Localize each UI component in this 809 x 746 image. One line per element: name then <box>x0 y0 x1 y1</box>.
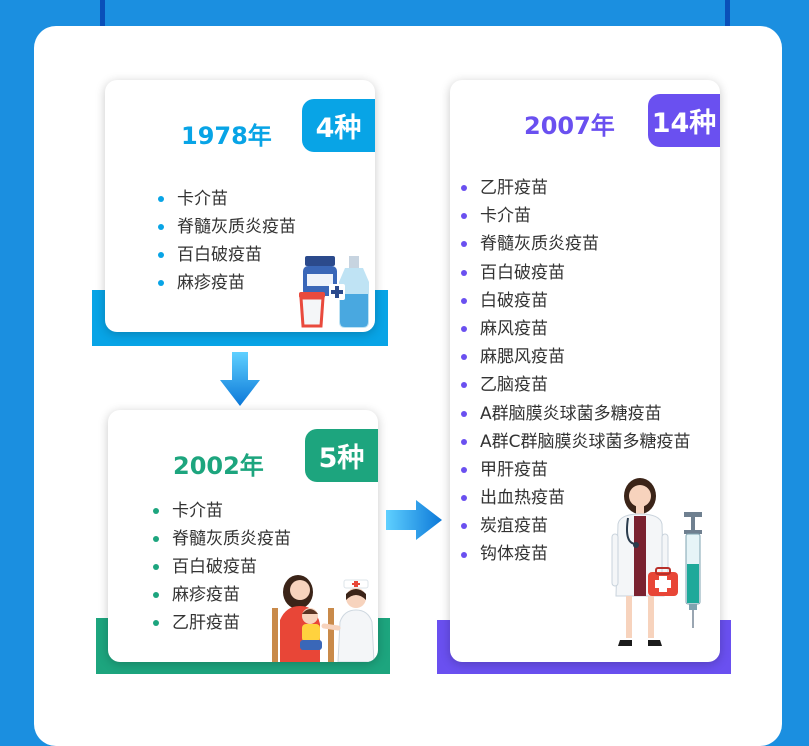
list-item: 甲肝疫苗 <box>460 456 691 484</box>
list-item: A群脑膜炎球菌多糖疫苗 <box>460 400 691 428</box>
list-item: A群C群脑膜炎球菌多糖疫苗 <box>460 428 691 456</box>
list-item: 麻风疫苗 <box>460 315 691 343</box>
card-2007: 2007年 14种 乙肝疫苗 卡介苗 脊髓灰质炎疫苗 百白破疫苗 白破疫苗 麻风… <box>450 80 720 662</box>
hanger-rod-left <box>100 0 105 44</box>
list-item: 炭疽疫苗 <box>460 512 691 540</box>
medicine-bottles-icon <box>299 256 369 328</box>
list-item: 百白破疫苗 <box>460 259 691 287</box>
card-2002: 2002年 5种 卡介苗 脊髓灰质炎疫苗 百白破疫苗 麻疹疫苗 乙肝疫苗 <box>108 410 378 662</box>
list-item: 钩体疫苗 <box>460 540 691 568</box>
doctor-icon <box>611 478 678 646</box>
syringe-icon <box>684 512 702 628</box>
list-item: 百白破疫苗 <box>157 241 296 269</box>
nurse-mother-child-icon <box>272 575 375 662</box>
arrow-down-icon <box>220 352 260 406</box>
card-1978-vaccine-list: 卡介苗 脊髓灰质炎疫苗 百白破疫苗 麻疹疫苗 <box>157 185 296 297</box>
card-2007-count-badge: 14种 <box>648 94 720 147</box>
list-item: 乙肝疫苗 <box>460 174 691 202</box>
list-item: 脊髓灰质炎疫苗 <box>460 230 691 258</box>
list-item: 出血热疫苗 <box>460 484 691 512</box>
list-item: 脊髓灰质炎疫苗 <box>157 213 296 241</box>
arrow-right-icon <box>386 500 442 540</box>
list-item: 脊髓灰质炎疫苗 <box>152 525 291 553</box>
card-1978-count-badge: 4种 <box>302 99 375 152</box>
list-item: 百白破疫苗 <box>152 553 291 581</box>
card-2002-year: 2002年 <box>173 452 264 480</box>
card-2002-vaccine-list: 卡介苗 脊髓灰质炎疫苗 百白破疫苗 麻疹疫苗 乙肝疫苗 <box>152 497 291 637</box>
list-item: 麻疹疫苗 <box>157 269 296 297</box>
hanger-rod-right <box>725 0 730 44</box>
list-item: 乙肝疫苗 <box>152 609 291 637</box>
list-item: 卡介苗 <box>460 202 691 230</box>
card-2007-year: 2007年 <box>524 112 615 140</box>
card-2007-vaccine-list: 乙肝疫苗 卡介苗 脊髓灰质炎疫苗 百白破疫苗 白破疫苗 麻风疫苗 麻腮风疫苗 乙… <box>460 174 691 569</box>
card-2002-count-badge: 5种 <box>305 429 378 482</box>
list-item: 麻腮风疫苗 <box>460 343 691 371</box>
list-item: 乙脑疫苗 <box>460 371 691 399</box>
list-item: 白破疫苗 <box>460 287 691 315</box>
list-item: 麻疹疫苗 <box>152 581 291 609</box>
card-1978-year: 1978年 <box>181 122 272 150</box>
list-item: 卡介苗 <box>157 185 296 213</box>
list-item: 卡介苗 <box>152 497 291 525</box>
card-1978: 1978年 4种 卡介苗 脊髓灰质炎疫苗 百白破疫苗 麻疹疫苗 <box>105 80 375 332</box>
